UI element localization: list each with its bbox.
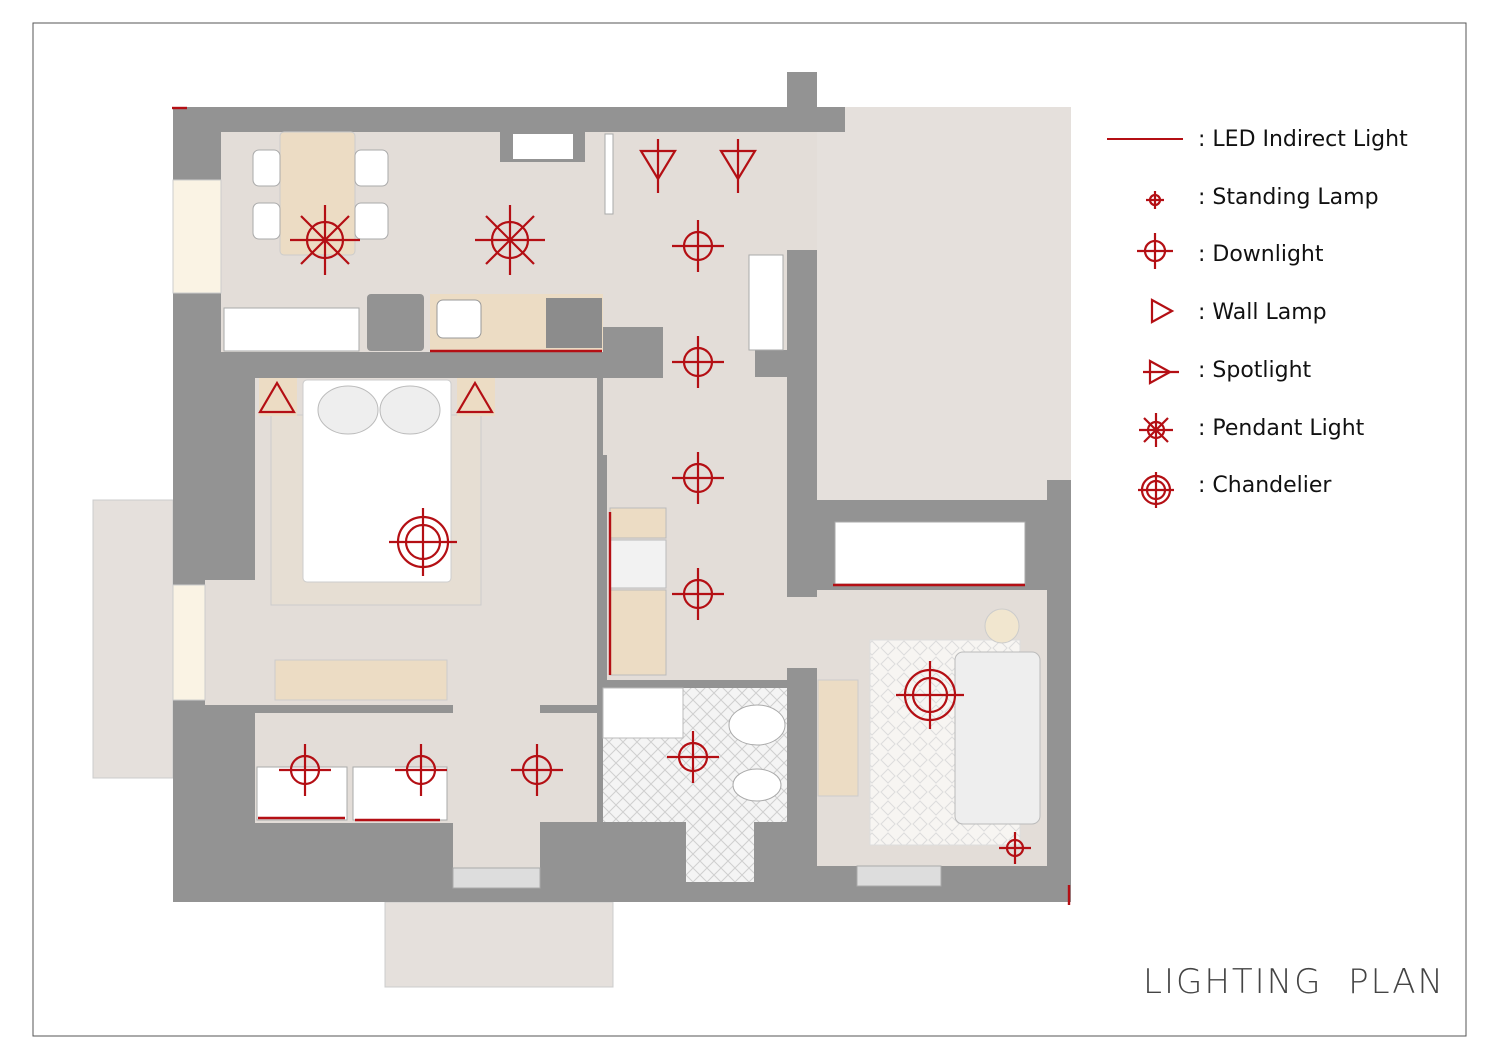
window — [856, 865, 942, 887]
bottom-balcony — [384, 901, 614, 988]
pendant-light-icon — [1139, 413, 1173, 447]
legend-label: : LED Indirect Light — [1198, 127, 1408, 152]
wall — [754, 822, 817, 902]
window — [172, 179, 222, 294]
legend-label: : Downlight — [1198, 242, 1324, 267]
window — [452, 867, 541, 889]
column — [787, 72, 817, 132]
wardrobe — [352, 766, 448, 821]
wall — [540, 705, 597, 713]
spotlight-icon — [1143, 359, 1179, 385]
tv-cabinet — [834, 521, 1026, 585]
wall — [787, 668, 817, 828]
legend-label: : Wall Lamp — [1198, 300, 1327, 325]
bidet — [732, 768, 782, 802]
wall — [603, 327, 663, 377]
shower-floor — [686, 822, 754, 882]
cooktop — [546, 298, 602, 348]
fridge — [367, 294, 424, 351]
pillow — [317, 385, 379, 435]
wardrobe — [256, 766, 348, 821]
wall — [540, 822, 686, 902]
wall-lamp-icon — [1150, 298, 1175, 324]
wall — [597, 455, 607, 705]
legend-label: : Spotlight — [1198, 358, 1312, 383]
hall-floor — [603, 132, 787, 680]
washing-machine — [609, 539, 667, 589]
legend: : LED Indirect Light : Standing Lamp : D… — [1107, 127, 1408, 508]
pillow — [379, 385, 441, 435]
chandelier-icon — [1138, 472, 1174, 508]
counter — [223, 307, 360, 352]
shelf — [609, 589, 667, 676]
wall — [755, 350, 787, 377]
toilet — [728, 704, 786, 746]
sofa — [954, 651, 1041, 825]
chair — [252, 149, 281, 187]
shelf — [609, 507, 667, 539]
window-niche — [513, 134, 573, 159]
led-indirect-lights — [172, 106, 1071, 905]
legend-label: : Pendant Light — [1198, 416, 1365, 441]
left-balcony — [92, 499, 174, 779]
exterior-area — [817, 107, 1071, 500]
side-table — [817, 679, 859, 797]
wall — [255, 705, 453, 713]
door-panel — [604, 133, 614, 215]
side-lamp-table — [984, 608, 1020, 644]
downlight-icon — [1137, 233, 1173, 269]
chair — [354, 202, 389, 240]
desk — [274, 659, 448, 701]
cabinet — [748, 254, 784, 351]
living-floor-top — [817, 590, 1047, 600]
wall — [221, 352, 663, 378]
legend-label: : Chandelier — [1198, 473, 1332, 498]
wall — [787, 250, 817, 597]
corridor-floor — [453, 705, 540, 870]
standing-lamp-icon — [999, 832, 1031, 864]
chair — [354, 149, 389, 187]
vanity — [602, 687, 684, 739]
standing-lamp-icon — [1146, 191, 1164, 209]
sink — [436, 299, 482, 339]
legend-label: : Standing Lamp — [1198, 185, 1379, 210]
furniture — [223, 131, 1041, 846]
dining-table — [279, 131, 356, 256]
chair — [252, 202, 281, 240]
wall — [603, 680, 787, 688]
hall-opening — [787, 132, 817, 250]
plan-title: LIGHTING PLAN — [1143, 962, 1445, 1002]
window — [172, 584, 206, 701]
